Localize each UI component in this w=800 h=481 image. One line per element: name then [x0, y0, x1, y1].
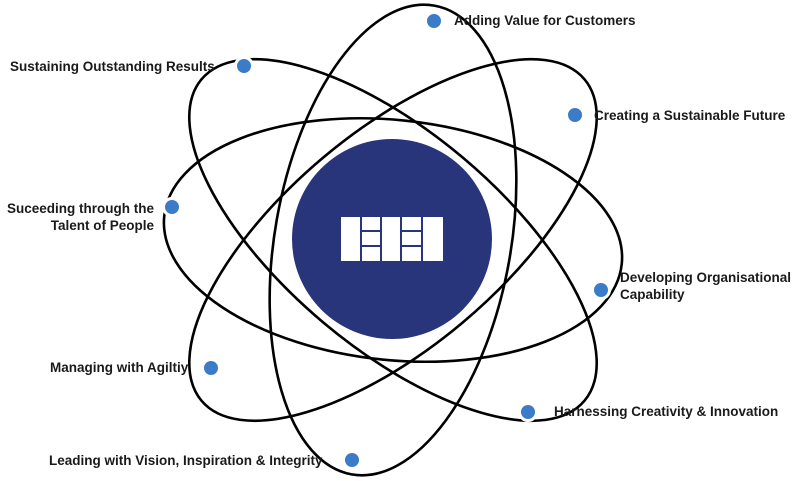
node-dot-adding-value[interactable]: [424, 11, 444, 31]
orbit-horizontal: [162, 116, 624, 364]
node-dot-harnessing-creativity[interactable]: [518, 402, 538, 422]
node-label-text: Sustaining Outstanding Results: [10, 59, 215, 74]
node-label-text: Harnessing Creativity & Innovation: [554, 404, 779, 419]
node-dot-leading-vision[interactable]: [342, 450, 362, 470]
node-label-suceeding-talent: Suceeding through the Talent of People: [7, 200, 154, 234]
node-dot-managing-agility[interactable]: [201, 358, 221, 378]
node-dots: [162, 11, 611, 470]
node-label-leading-vision: Leading with Vision, Inspiration & Integ…: [49, 452, 323, 469]
node-label-harnessing-creativity: Harnessing Creativity & Innovation: [554, 403, 778, 420]
node-label-developing-capability: Developing Organisational Capability: [620, 269, 791, 303]
orbit-diagonal-up: [187, 57, 599, 423]
node-dot-developing-capability[interactable]: [591, 280, 611, 300]
node-label-text: Suceeding through the: [7, 201, 154, 216]
node-label-text: Developing Organisational: [620, 270, 792, 285]
node-label-text: Capability: [620, 287, 685, 302]
node-label-text: Leading with Vision, Inspiration & Integ…: [49, 453, 323, 468]
node-label-text: Talent of People: [50, 218, 154, 233]
node-dot-suceeding-talent[interactable]: [162, 197, 182, 217]
node-dot-creating-future[interactable]: [565, 105, 585, 125]
node-label-adding-value: Adding Value for Customers: [454, 12, 636, 29]
node-label-sustaining-results: Sustaining Outstanding Results: [10, 58, 215, 75]
orbits: [162, 3, 624, 477]
node-label-text: Creating a Sustainable Future: [594, 108, 786, 123]
node-label-text: Adding Value for Customers: [454, 13, 636, 28]
node-dot-sustaining-results[interactable]: [234, 56, 254, 76]
eei-logo-icon: [341, 217, 443, 261]
orbit-vertical: [268, 3, 518, 477]
orbit-diagonal-down: [187, 57, 599, 423]
node-label-creating-future: Creating a Sustainable Future: [594, 107, 785, 124]
node-label-text: Managing with Agiltiy: [50, 360, 189, 375]
node-label-managing-agility: Managing with Agiltiy: [50, 359, 188, 376]
